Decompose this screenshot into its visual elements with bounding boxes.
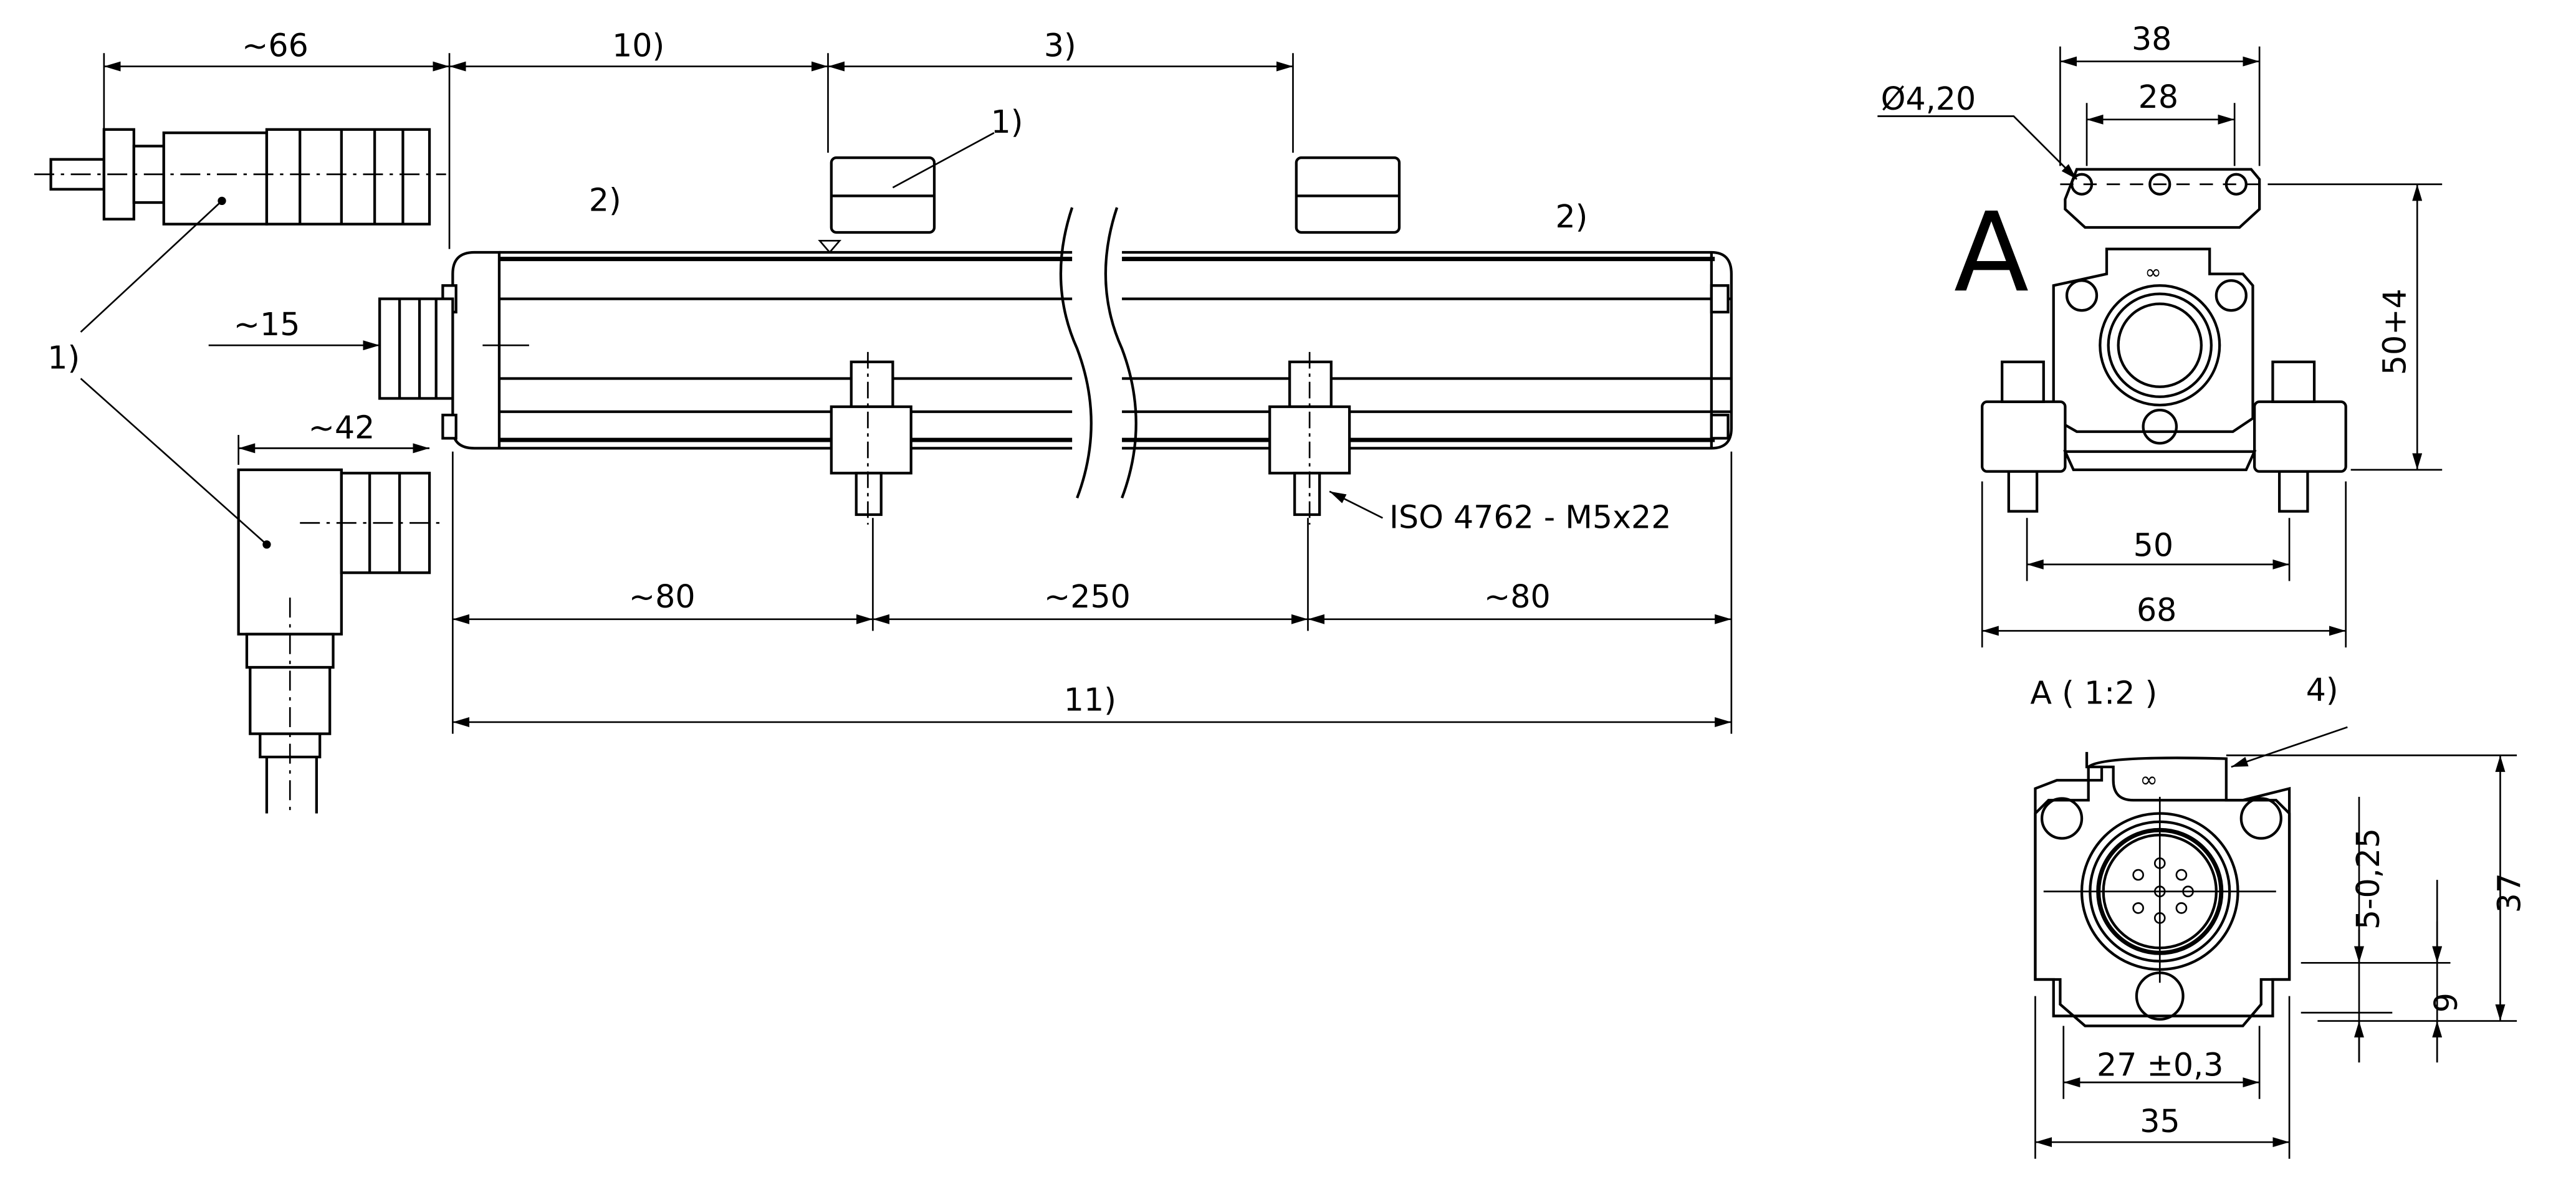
note-free-end-right: 2): [1555, 198, 1587, 235]
straight-cable-connector: [34, 128, 446, 226]
dim-angled-connector-length: ~42: [309, 409, 375, 446]
dim-hole-spacing: 28: [2138, 79, 2178, 115]
carriage-left: [818, 156, 936, 254]
dim-right-clamp-pos: ~80: [1484, 578, 1551, 615]
dim-hole-diameter: Ø4,20: [1881, 80, 1976, 117]
dim-travel-ref: 3): [1044, 27, 1076, 64]
carriage-right: [1295, 156, 1401, 234]
dim-height: 50+4: [2377, 288, 2413, 375]
dim-clamp-width-outer: 68: [2137, 591, 2176, 628]
leader-lines: [80, 131, 1383, 545]
view-a-marking-glyph: ∞: [2145, 260, 2162, 284]
dim-connector-protrusion: ~15: [234, 306, 300, 343]
dim-left-clamp-pos: ~80: [629, 578, 696, 615]
detail-marking-glyph: ∞: [2140, 768, 2158, 793]
dim-slot-height: 9: [2428, 993, 2464, 1013]
dim-end-width: 35: [2140, 1103, 2180, 1140]
view-a-plate: [2060, 168, 2268, 229]
note-carriage: 1): [991, 103, 1023, 140]
view-a-body: ∞: [1981, 247, 2347, 513]
view-letter: A: [1954, 189, 2029, 317]
mounting-clamp-left: [830, 351, 912, 525]
dim-connector-offset: 5-0,25: [2350, 828, 2387, 930]
dim-plate-width: 38: [2132, 21, 2171, 57]
dim-clamp-spacing: ~250: [1044, 578, 1131, 615]
dimension-lines-view-a: [1877, 46, 2443, 648]
note-free-end-left: 2): [589, 181, 621, 218]
break-mark: [1059, 199, 1137, 499]
dim-offset-ref: 10): [612, 27, 664, 64]
note-marking: 4): [2306, 671, 2339, 708]
angled-cable-connector: [237, 468, 446, 814]
dim-overall-ref: 11): [1064, 681, 1116, 718]
dimension-lines-main: [103, 53, 1733, 734]
detail-view-title: A ( 1:2 ): [2030, 675, 2157, 712]
dim-clamp-width-inner: 50: [2133, 527, 2173, 564]
left-connector: [378, 297, 454, 400]
dimension-lines-detail: [2034, 726, 2517, 1159]
dim-foot-width: 27 ±0,3: [2097, 1046, 2223, 1083]
screw-callout: ISO 4762 - M5x22: [1389, 498, 1671, 535]
mounting-clamp-right: [1268, 351, 1351, 525]
dim-cable-connector-length: ~66: [242, 27, 309, 64]
note-connector-1: 1): [47, 339, 80, 376]
detail-a-body: ∞: [2034, 751, 2291, 1027]
dim-end-height: 37: [2491, 873, 2527, 913]
